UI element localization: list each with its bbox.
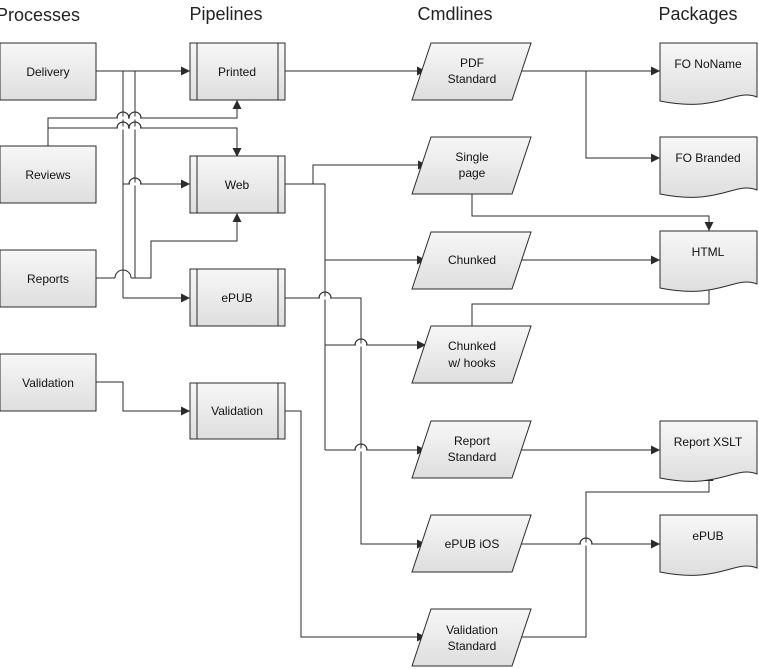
package-label: Report XSLT	[674, 435, 743, 449]
connector	[313, 183, 326, 450]
connector	[285, 410, 426, 642]
cmdline-chunked[interactable]: Chunked	[411, 231, 532, 290]
connector	[96, 381, 190, 416]
process-reports[interactable]: Reports	[0, 249, 97, 308]
pipeline-printed[interactable]: Printed	[189, 42, 286, 101]
pipeline-label: Web	[225, 178, 250, 192]
connector	[285, 160, 427, 185]
connector	[585, 71, 660, 163]
pipeline-label: Printed	[218, 65, 256, 79]
process-label: Reports	[27, 272, 69, 286]
package-fo-branded[interactable]: FO Branded	[659, 136, 758, 198]
package-label: FO NoName	[674, 57, 742, 71]
process-label: Delivery	[26, 65, 69, 79]
cmdline-label-line1: PDF	[460, 56, 484, 70]
connector	[471, 280, 714, 326]
cmdline-label-line2: Standard	[448, 450, 497, 464]
package-html[interactable]: HTML	[659, 230, 758, 292]
connector	[47, 100, 242, 146]
connector	[471, 194, 714, 231]
process-validation[interactable]: Validation	[0, 353, 97, 412]
cmdline-label: ePUB iOS	[445, 537, 500, 551]
process-label: Reviews	[25, 168, 70, 182]
pipeline-label: ePUB	[221, 291, 252, 305]
package-label: ePUB	[692, 529, 723, 543]
pipeline-web[interactable]: Web	[189, 155, 286, 214]
process-label: Validation	[22, 376, 74, 390]
pipeline-label: Validation	[211, 404, 263, 418]
package-label: FO Branded	[675, 151, 740, 165]
pipeline-epub[interactable]: ePUB	[189, 268, 286, 327]
package-report-xslt[interactable]: Report XSLT	[659, 420, 758, 482]
cmdline-label-line2: Standard	[448, 72, 497, 86]
package-label: HTML	[692, 245, 725, 259]
header-cmdlines: Cmdlines	[417, 4, 492, 24]
connector	[47, 127, 242, 157]
cmdline-pdf-standard[interactable]: PDF Standard	[411, 42, 532, 101]
cmdline-validation-standard[interactable]: Validation Standard	[411, 608, 532, 667]
connector	[135, 213, 242, 279]
cmdline-epub-ios[interactable]: ePUB iOS	[411, 514, 532, 573]
package-fo-noname[interactable]: FO NoName	[659, 42, 758, 105]
process-reviews[interactable]: Reviews	[0, 145, 97, 204]
connector	[512, 472, 714, 638]
cmdline-label-line1: Report	[454, 434, 491, 448]
cmdline-label-line1: Validation	[446, 623, 498, 637]
connector	[285, 297, 426, 549]
line-jump	[114, 269, 132, 279]
header-processes: Processes	[0, 5, 80, 25]
cmdline-report-standard[interactable]: Report Standard	[411, 420, 532, 479]
cmdline-label-line2: Standard	[448, 639, 497, 653]
connectors	[47, 66, 714, 642]
cmdline-single-page[interactable]: Single page	[411, 136, 532, 195]
cmdline-label-line1: Chunked	[448, 339, 496, 353]
cmdline-label-line2: w/ hooks	[447, 356, 495, 370]
cmdline-chunked-hooks[interactable]: Chunked w/ hooks	[411, 325, 532, 384]
package-epub[interactable]: ePUB	[659, 514, 758, 576]
header-packages: Packages	[658, 4, 737, 24]
pipeline-validation[interactable]: Validation	[189, 382, 286, 440]
cmdline-label-line1: Single	[455, 150, 489, 164]
header-pipelines: Pipelines	[189, 4, 262, 24]
process-delivery[interactable]: Delivery	[0, 42, 97, 101]
cmdline-label-line2: page	[459, 166, 486, 180]
cmdline-label: Chunked	[448, 253, 496, 267]
